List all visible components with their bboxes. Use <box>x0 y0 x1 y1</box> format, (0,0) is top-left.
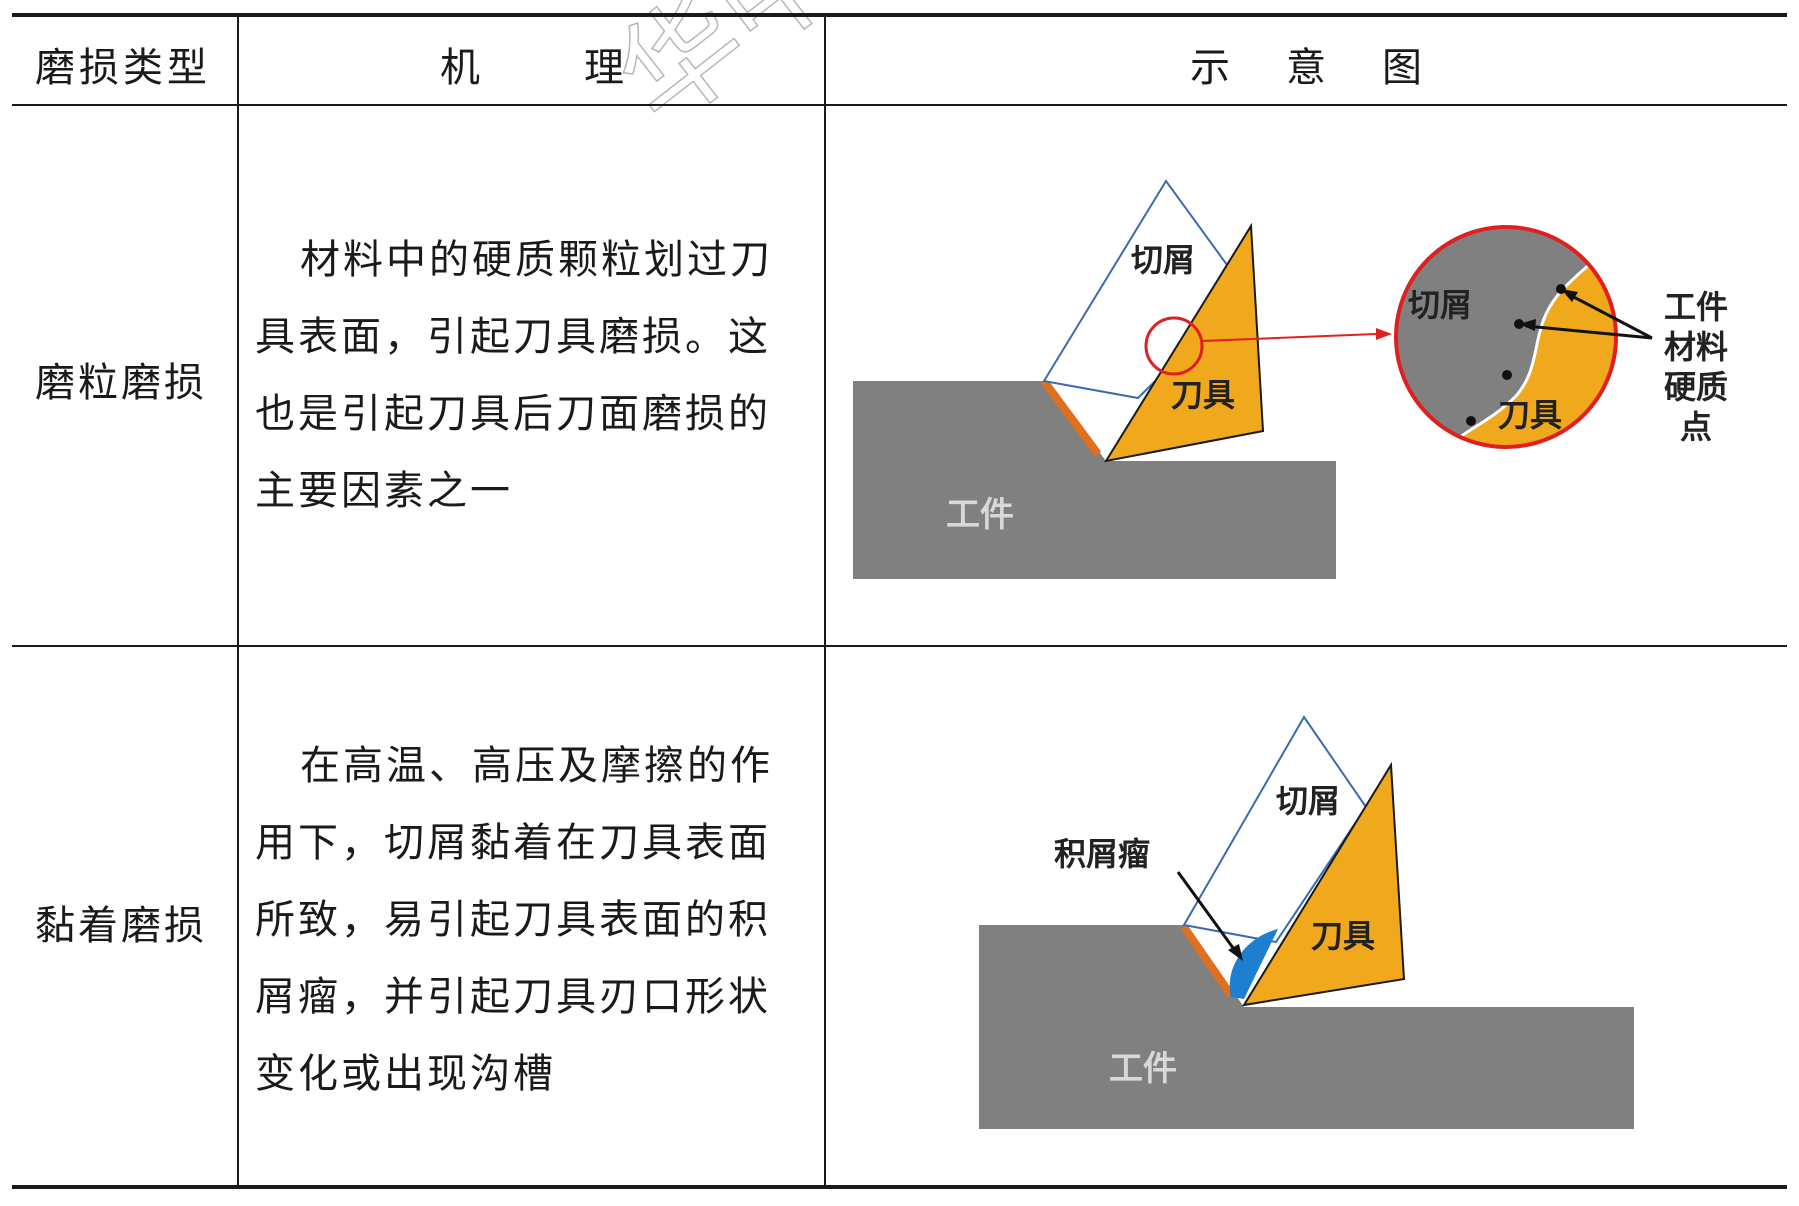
hard-point <box>1466 416 1476 426</box>
cutting-tool <box>1242 761 1406 1007</box>
row1-mech-line-1: 材料中的硬质颗粒划过刀 <box>300 237 773 283</box>
label-chip: 切屑 <box>1276 782 1340 820</box>
row2-mech-line-2: 用下，切屑黏着在刀具表面 <box>255 820 771 866</box>
workpiece-block <box>853 381 1336 579</box>
label-workpiece: 工件 <box>946 495 1014 535</box>
label-hard-point-4: 点 <box>1680 408 1712 446</box>
label-chip: 切屑 <box>1131 241 1195 279</box>
wear-edge <box>1180 924 1235 998</box>
header-mechanism: 机 理 <box>440 45 632 91</box>
built-up-edge <box>1229 929 1278 999</box>
label-zoom-chip: 切屑 <box>1408 286 1472 324</box>
row-rule <box>12 645 1787 647</box>
adhesive-wear-diagram: 切屑 刀具 积屑瘤 工件 <box>979 715 1634 1129</box>
row1-mechanism: 材料中的硬质颗粒划过刀 具表面，引起刀具磨损。这 也是引起刀具后刀面磨损的 主要… <box>255 222 810 530</box>
row2-mech-line-4: 屑瘤，并引起刀具刃口形状 <box>255 974 771 1020</box>
label-hard-point-3: 硬质 <box>1664 368 1728 406</box>
label-tool: 刀具 <box>1311 917 1375 955</box>
header-diagram: 示 意 图 <box>1190 45 1430 91</box>
label-zoom-tool: 刀具 <box>1498 396 1562 434</box>
col-divider-2 <box>824 15 826 1187</box>
row1-mech-line-3: 也是引起刀具后刀面磨损的 <box>255 391 771 437</box>
abrasive-wear-diagram: 切屑 刀具 工件 切屑 刀具 工件 材料 硬质 点 <box>853 179 1728 579</box>
buildup-arrowhead <box>1228 944 1243 961</box>
top-rule <box>12 13 1787 17</box>
row2-wear-type: 黏着磨损 <box>35 903 207 949</box>
zoom-arrow <box>1201 333 1377 342</box>
label-workpiece: 工件 <box>1109 1049 1177 1089</box>
row1-mech-line-2: 具表面，引起刀具磨损。这 <box>255 314 771 360</box>
cutting-tool <box>1103 222 1265 463</box>
workpiece-block <box>979 925 1634 1129</box>
zoom-arrowhead <box>1376 328 1392 340</box>
hard-point <box>1502 370 1512 380</box>
zoom-circle <box>1394 225 1618 449</box>
pointer-arrowhead <box>1561 289 1578 302</box>
bottom-rule <box>12 1185 1787 1189</box>
row1-mech-line-4: 主要因素之一 <box>255 468 513 514</box>
wear-edge <box>1040 378 1102 457</box>
zoom-marker <box>1144 316 1204 376</box>
row2-mechanism: 在高温、高压及摩擦的作 用下，切屑黏着在刀具表面 所致，易引起刀具表面的积 屑瘤… <box>255 728 810 1113</box>
label-buildup: 积屑瘤 <box>1054 835 1150 873</box>
col-divider-1 <box>237 15 239 1187</box>
pointer-line <box>1525 324 1653 340</box>
label-hard-point-1: 工件 <box>1664 288 1728 326</box>
row1-wear-type: 磨粒磨损 <box>35 360 207 406</box>
row2-mech-line-3: 所致，易引起刀具表面的积 <box>255 897 771 943</box>
buildup-pointer <box>1176 871 1238 953</box>
label-hard-point-2: 材料 <box>1664 328 1728 366</box>
label-tool: 刀具 <box>1171 376 1235 414</box>
row2-mech-line-1: 在高温、高压及摩擦的作 <box>300 743 773 789</box>
header-rule <box>12 104 1787 106</box>
pointer-arrowhead <box>1519 319 1536 331</box>
pointer-line <box>1567 292 1653 340</box>
row2-mech-line-5: 变化或出现沟槽 <box>255 1051 556 1097</box>
header-wear-type: 磨损类型 <box>35 45 211 91</box>
